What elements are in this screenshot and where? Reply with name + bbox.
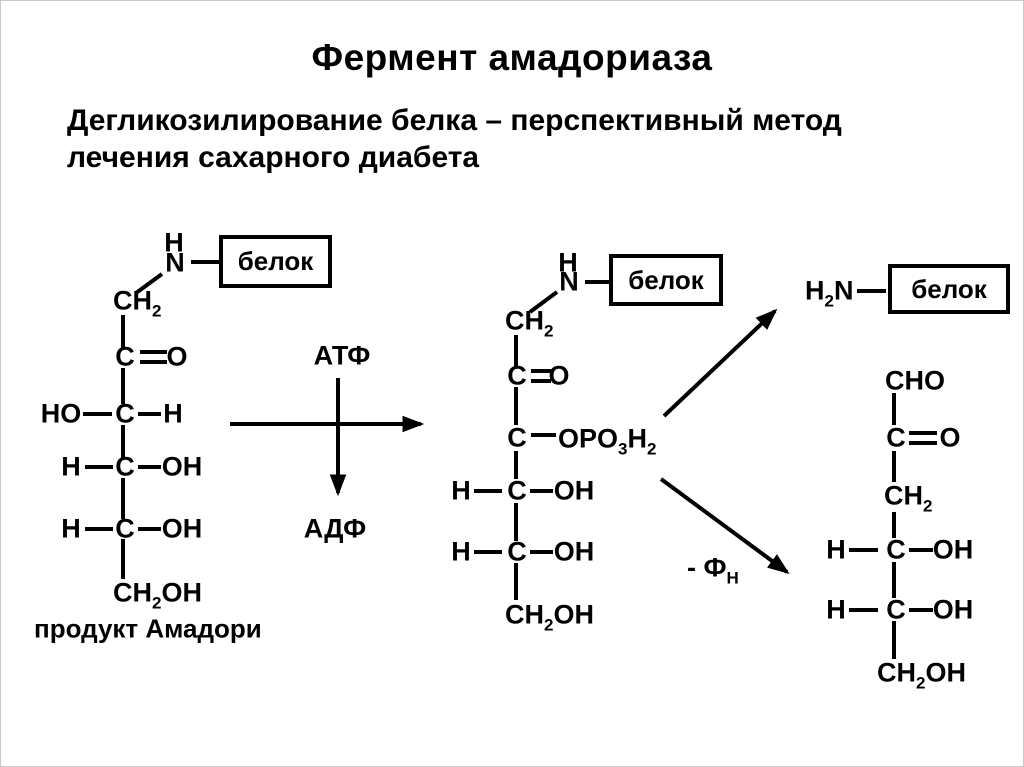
protein-box-left: белок	[219, 235, 332, 288]
bond-diagonal-left	[134, 272, 164, 295]
left-c3-h: H	[163, 398, 183, 429]
right-c4-h: H	[826, 534, 846, 565]
bond	[83, 412, 112, 416]
middle-c2-o: O	[548, 360, 570, 391]
protein-label: белок	[237, 246, 314, 276]
bond	[138, 465, 161, 469]
bond	[85, 527, 113, 531]
bond-diagonal-middle	[528, 290, 559, 314]
right-c2: C	[886, 422, 906, 453]
bond	[474, 550, 502, 554]
left-ch2oh: CH2OH	[113, 577, 202, 613]
left-amine-h: H	[164, 227, 184, 258]
bond	[514, 451, 518, 479]
bond	[892, 512, 896, 538]
middle-c3: C	[507, 422, 527, 453]
left-c5: C	[115, 513, 135, 544]
middle-amine-h: H	[558, 247, 578, 278]
right-c4-oh: OH	[932, 534, 974, 565]
double-bond	[140, 360, 167, 364]
left-c5-h: H	[61, 513, 81, 544]
bond	[121, 425, 125, 458]
double-bond	[909, 431, 937, 435]
bond	[892, 562, 896, 598]
right-c5-oh: OH	[932, 594, 974, 625]
bond	[514, 503, 518, 541]
arrow-to-amine	[662, 308, 778, 418]
middle-ch2oh: CH2OH	[505, 599, 594, 635]
bond	[849, 608, 878, 612]
bond	[514, 563, 518, 600]
middle-c5: C	[507, 536, 527, 567]
phosphate-loss-label: - ФН	[687, 552, 739, 588]
adp-label: АДФ	[303, 513, 367, 544]
right-c5-h: H	[826, 594, 846, 625]
middle-ch2: CH2	[505, 305, 554, 341]
left-c4-oh: OH	[161, 451, 203, 482]
right-c2-o: O	[939, 422, 961, 453]
bond	[121, 539, 125, 579]
middle-c2: C	[507, 360, 527, 391]
bond	[892, 393, 896, 425]
protein-label: белок	[628, 264, 704, 295]
bond	[530, 550, 553, 554]
amadori-product-caption: продукт Амадори	[34, 613, 262, 644]
bond	[474, 489, 502, 493]
left-c2-o: O	[166, 341, 188, 372]
right-c5: C	[886, 594, 906, 625]
double-bond	[909, 441, 937, 445]
bond	[909, 608, 933, 612]
double-bond	[140, 350, 167, 354]
released-amine: H2N	[805, 275, 854, 311]
subtitle-line-2: лечения сахарного диабета	[67, 141, 480, 174]
right-ch2: CH2	[884, 480, 933, 516]
bond	[892, 451, 896, 482]
right-ch2oh: CH2OH	[877, 657, 966, 693]
left-c5-oh: OH	[161, 513, 203, 544]
middle-c5-oh: OH	[553, 536, 595, 567]
bond	[121, 368, 125, 404]
left-c2: C	[115, 341, 135, 372]
bond	[85, 465, 113, 469]
bond	[849, 548, 878, 552]
left-c3: C	[115, 398, 135, 429]
bond	[138, 412, 161, 416]
protein-box-right: белок	[888, 264, 1010, 314]
atp-label: АТФ	[313, 340, 371, 371]
subtitle: Дегликозилирование белка – перспективный…	[67, 102, 842, 176]
double-bond	[531, 369, 551, 373]
middle-phosphate-group: OPO3H2	[558, 423, 657, 459]
middle-c5-h: H	[451, 536, 471, 567]
bond	[892, 621, 896, 659]
bond	[121, 478, 125, 519]
bond	[514, 387, 518, 425]
left-amine-n: N	[165, 247, 185, 278]
page-title: Фермент амадориаза	[311, 37, 713, 78]
bond-n-protein-left	[191, 260, 219, 264]
right-c4: C	[886, 534, 906, 565]
bond-n-protein-middle	[585, 280, 609, 284]
bond	[514, 335, 518, 366]
bond	[121, 315, 125, 348]
protein-label: белок	[911, 273, 987, 304]
left-c4-h: H	[61, 451, 81, 482]
middle-c4-h: H	[451, 475, 471, 506]
arrow-to-sugar	[659, 477, 790, 574]
double-bond	[531, 379, 551, 383]
middle-c4-oh: OH	[553, 475, 595, 506]
subtitle-line-1: Дегликозилирование белка – перспективный…	[67, 104, 842, 137]
middle-c4: C	[507, 475, 527, 506]
left-c3-ho: HO	[40, 398, 82, 429]
bond-n-protein-right	[857, 289, 886, 293]
bond	[909, 548, 933, 552]
protein-box-middle: белок	[609, 254, 723, 306]
bond	[531, 433, 556, 437]
middle-amine-n: N	[559, 266, 579, 297]
right-cho: CHO	[885, 365, 945, 396]
bond	[530, 489, 553, 493]
left-c4: C	[115, 451, 135, 482]
bond	[138, 527, 161, 531]
left-ch2: CH2	[113, 285, 162, 321]
